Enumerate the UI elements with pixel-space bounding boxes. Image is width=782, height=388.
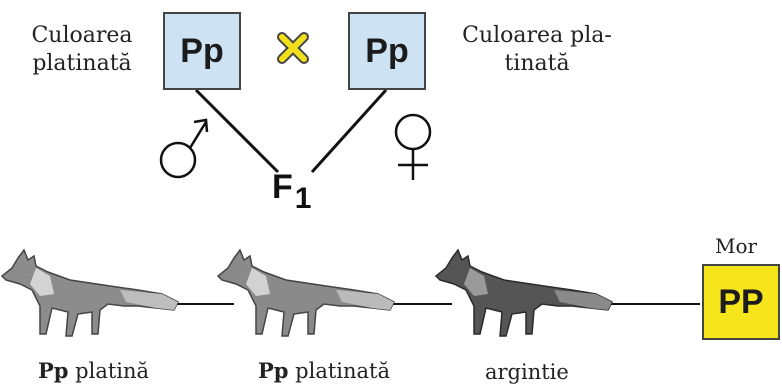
lethal-status-label: Mor	[715, 234, 758, 258]
offspring-caption-1: Pp platină	[38, 358, 149, 383]
female-symbol-icon	[394, 113, 432, 180]
female-parent-line	[310, 88, 388, 174]
right-parent-label-line1: Culoarea pla-	[462, 23, 612, 48]
lethal-genotype-box: PP	[702, 264, 780, 340]
offspring-caption-2: Pp platinată	[258, 358, 390, 383]
fox-image-3	[434, 248, 614, 337]
male-symbol-icon	[159, 118, 209, 179]
offspring-1-genotype: Pp	[38, 358, 69, 383]
offspring-3-phenotype: argintie	[485, 360, 569, 384]
female-parent-genotype-box: Pp	[348, 12, 426, 90]
left-parent-label: Culoarea platinată	[22, 22, 142, 78]
right-parent-label-line2: tinată	[504, 51, 570, 76]
f1-generation-label: F1	[272, 168, 311, 215]
left-parent-label-line2: platinată	[32, 51, 132, 76]
male-parent-genotype-box: Pp	[163, 12, 241, 90]
fox-image-1	[0, 248, 180, 337]
offspring-caption-3: argintie	[485, 360, 569, 384]
offspring-1-phenotype: platină	[75, 359, 150, 383]
f1-letter: F	[272, 168, 293, 206]
cross-icon	[277, 32, 309, 64]
left-parent-label-line1: Culoarea	[31, 23, 133, 48]
right-parent-label: Culoarea pla- tinată	[458, 22, 616, 78]
offspring-2-phenotype: platinată	[295, 359, 391, 383]
offspring-2-genotype: Pp	[258, 358, 289, 383]
f1-subscript: 1	[294, 182, 312, 215]
fox-image-2	[216, 248, 396, 337]
male-parent-line	[194, 88, 280, 174]
